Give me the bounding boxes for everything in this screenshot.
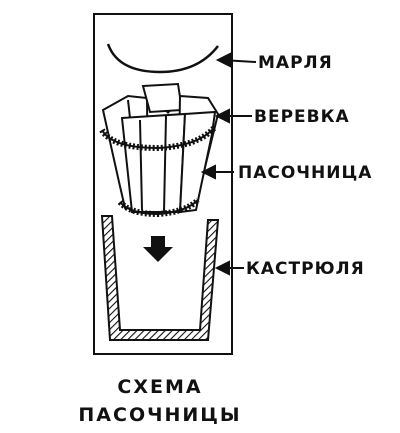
pointer-gauze	[215, 52, 257, 68]
label-rope: ВЕРЕВКА	[254, 107, 350, 127]
pointer-mold	[200, 164, 234, 180]
caption-line-2: ПАСОЧНИЦЫ	[78, 404, 241, 426]
label-pot: КАСТРЮЛЯ	[246, 259, 365, 279]
pointer-pot	[214, 260, 244, 276]
gauze-shape	[106, 43, 219, 74]
diagram-frame	[93, 13, 233, 355]
down-arrow-bottom	[143, 236, 173, 262]
caption-line-1: СХЕМА	[117, 376, 202, 398]
rope-bottom	[117, 197, 201, 218]
pot-shape	[100, 215, 220, 341]
rope-top	[99, 125, 217, 152]
paskha-mold	[101, 82, 220, 214]
label-mold: ПАСОЧНИЦА	[238, 163, 372, 183]
pointer-rope	[214, 108, 252, 124]
label-gauze: МАРЛЯ	[258, 53, 333, 73]
